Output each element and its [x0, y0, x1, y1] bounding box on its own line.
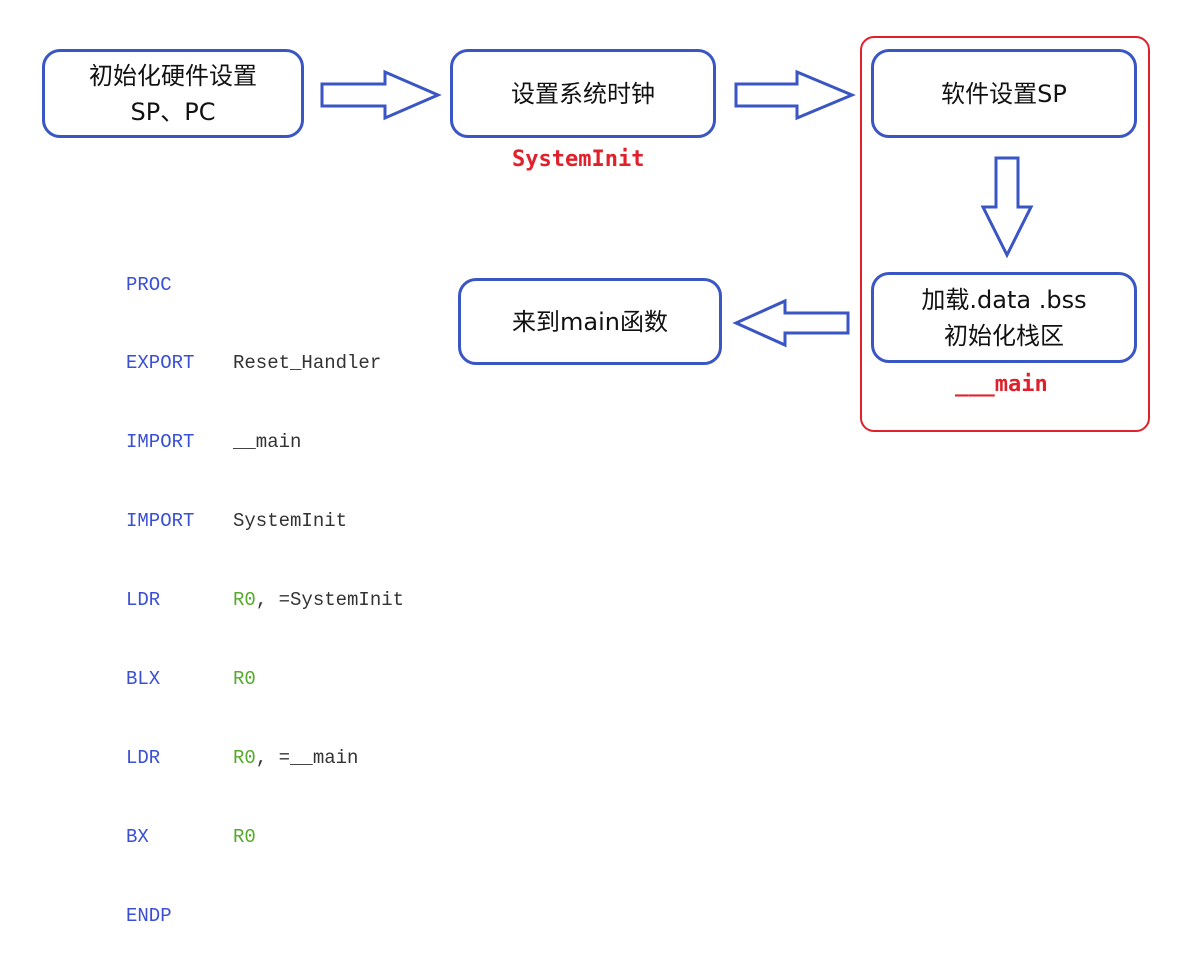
- code-line: ENDP: [126, 903, 404, 929]
- box-software-set-sp-label: 软件设置SP: [941, 79, 1067, 108]
- box-to-main-label: 来到main函数: [512, 307, 668, 336]
- code-keyword: LDR: [126, 746, 161, 769]
- code-line: PROC: [126, 272, 404, 298]
- code-line: LDR R0, =__main: [126, 745, 404, 771]
- code-keyword: IMPORT: [126, 431, 195, 454]
- box-set-system-clock-label: 设置系统时钟: [511, 79, 655, 108]
- arrow-clock-to-sp: [734, 69, 856, 121]
- code-operand: __main: [233, 431, 302, 454]
- code-listing: PROC EXPORT Reset_Handler IMPORT __main IM…: [126, 219, 404, 954]
- code-operand: SystemInit: [233, 510, 348, 533]
- arrow-init-to-clock: [320, 69, 442, 121]
- code-keyword: BX: [126, 825, 149, 848]
- label-systeminit: SystemInit: [512, 147, 645, 172]
- code-keyword: EXPORT: [126, 352, 195, 375]
- code-operand: Reset_Handler: [233, 352, 382, 375]
- arrow-sp-to-load: [980, 156, 1034, 259]
- code-line: BX R0: [126, 824, 404, 850]
- highlight-frame: [860, 36, 1150, 432]
- code-operand: , =__main: [255, 746, 359, 769]
- box-load-data-bss-line2: 初始化栈区: [944, 321, 1064, 350]
- box-init-hardware-line1: 初始化硬件设置: [89, 61, 257, 90]
- box-set-system-clock: 设置系统时钟: [450, 49, 716, 138]
- code-register: R0: [233, 668, 256, 691]
- code-line: IMPORT SystemInit: [126, 508, 404, 534]
- arrow-load-to-main: [732, 298, 850, 348]
- code-register: R0: [233, 746, 256, 769]
- box-init-hardware: 初始化硬件设置 SP、PC: [42, 49, 304, 138]
- flow-arrows: [320, 69, 1034, 348]
- box-to-main: 来到main函数: [458, 278, 722, 365]
- code-operand: , =SystemInit: [255, 589, 405, 612]
- box-init-hardware-line2: SP、PC: [130, 97, 216, 126]
- box-load-data-bss-line1: 加载.data .bss: [921, 285, 1087, 314]
- box-load-data-bss: 加载.data .bss 初始化栈区: [871, 272, 1137, 363]
- code-keyword: PROC: [126, 273, 172, 296]
- code-register: R0: [233, 825, 256, 848]
- code-keyword: LDR: [126, 589, 161, 612]
- code-keyword: ENDP: [126, 904, 172, 927]
- code-keyword: BLX: [126, 668, 161, 691]
- code-register: R0: [233, 589, 256, 612]
- label-main: ___main: [955, 372, 1048, 397]
- code-line: IMPORT __main: [126, 429, 404, 455]
- code-line: BLX R0: [126, 666, 404, 692]
- code-line: EXPORT Reset_Handler: [126, 350, 404, 376]
- code-line: LDR R0, =SystemInit: [126, 587, 404, 613]
- box-software-set-sp: 软件设置SP: [871, 49, 1137, 138]
- code-keyword: IMPORT: [126, 510, 195, 533]
